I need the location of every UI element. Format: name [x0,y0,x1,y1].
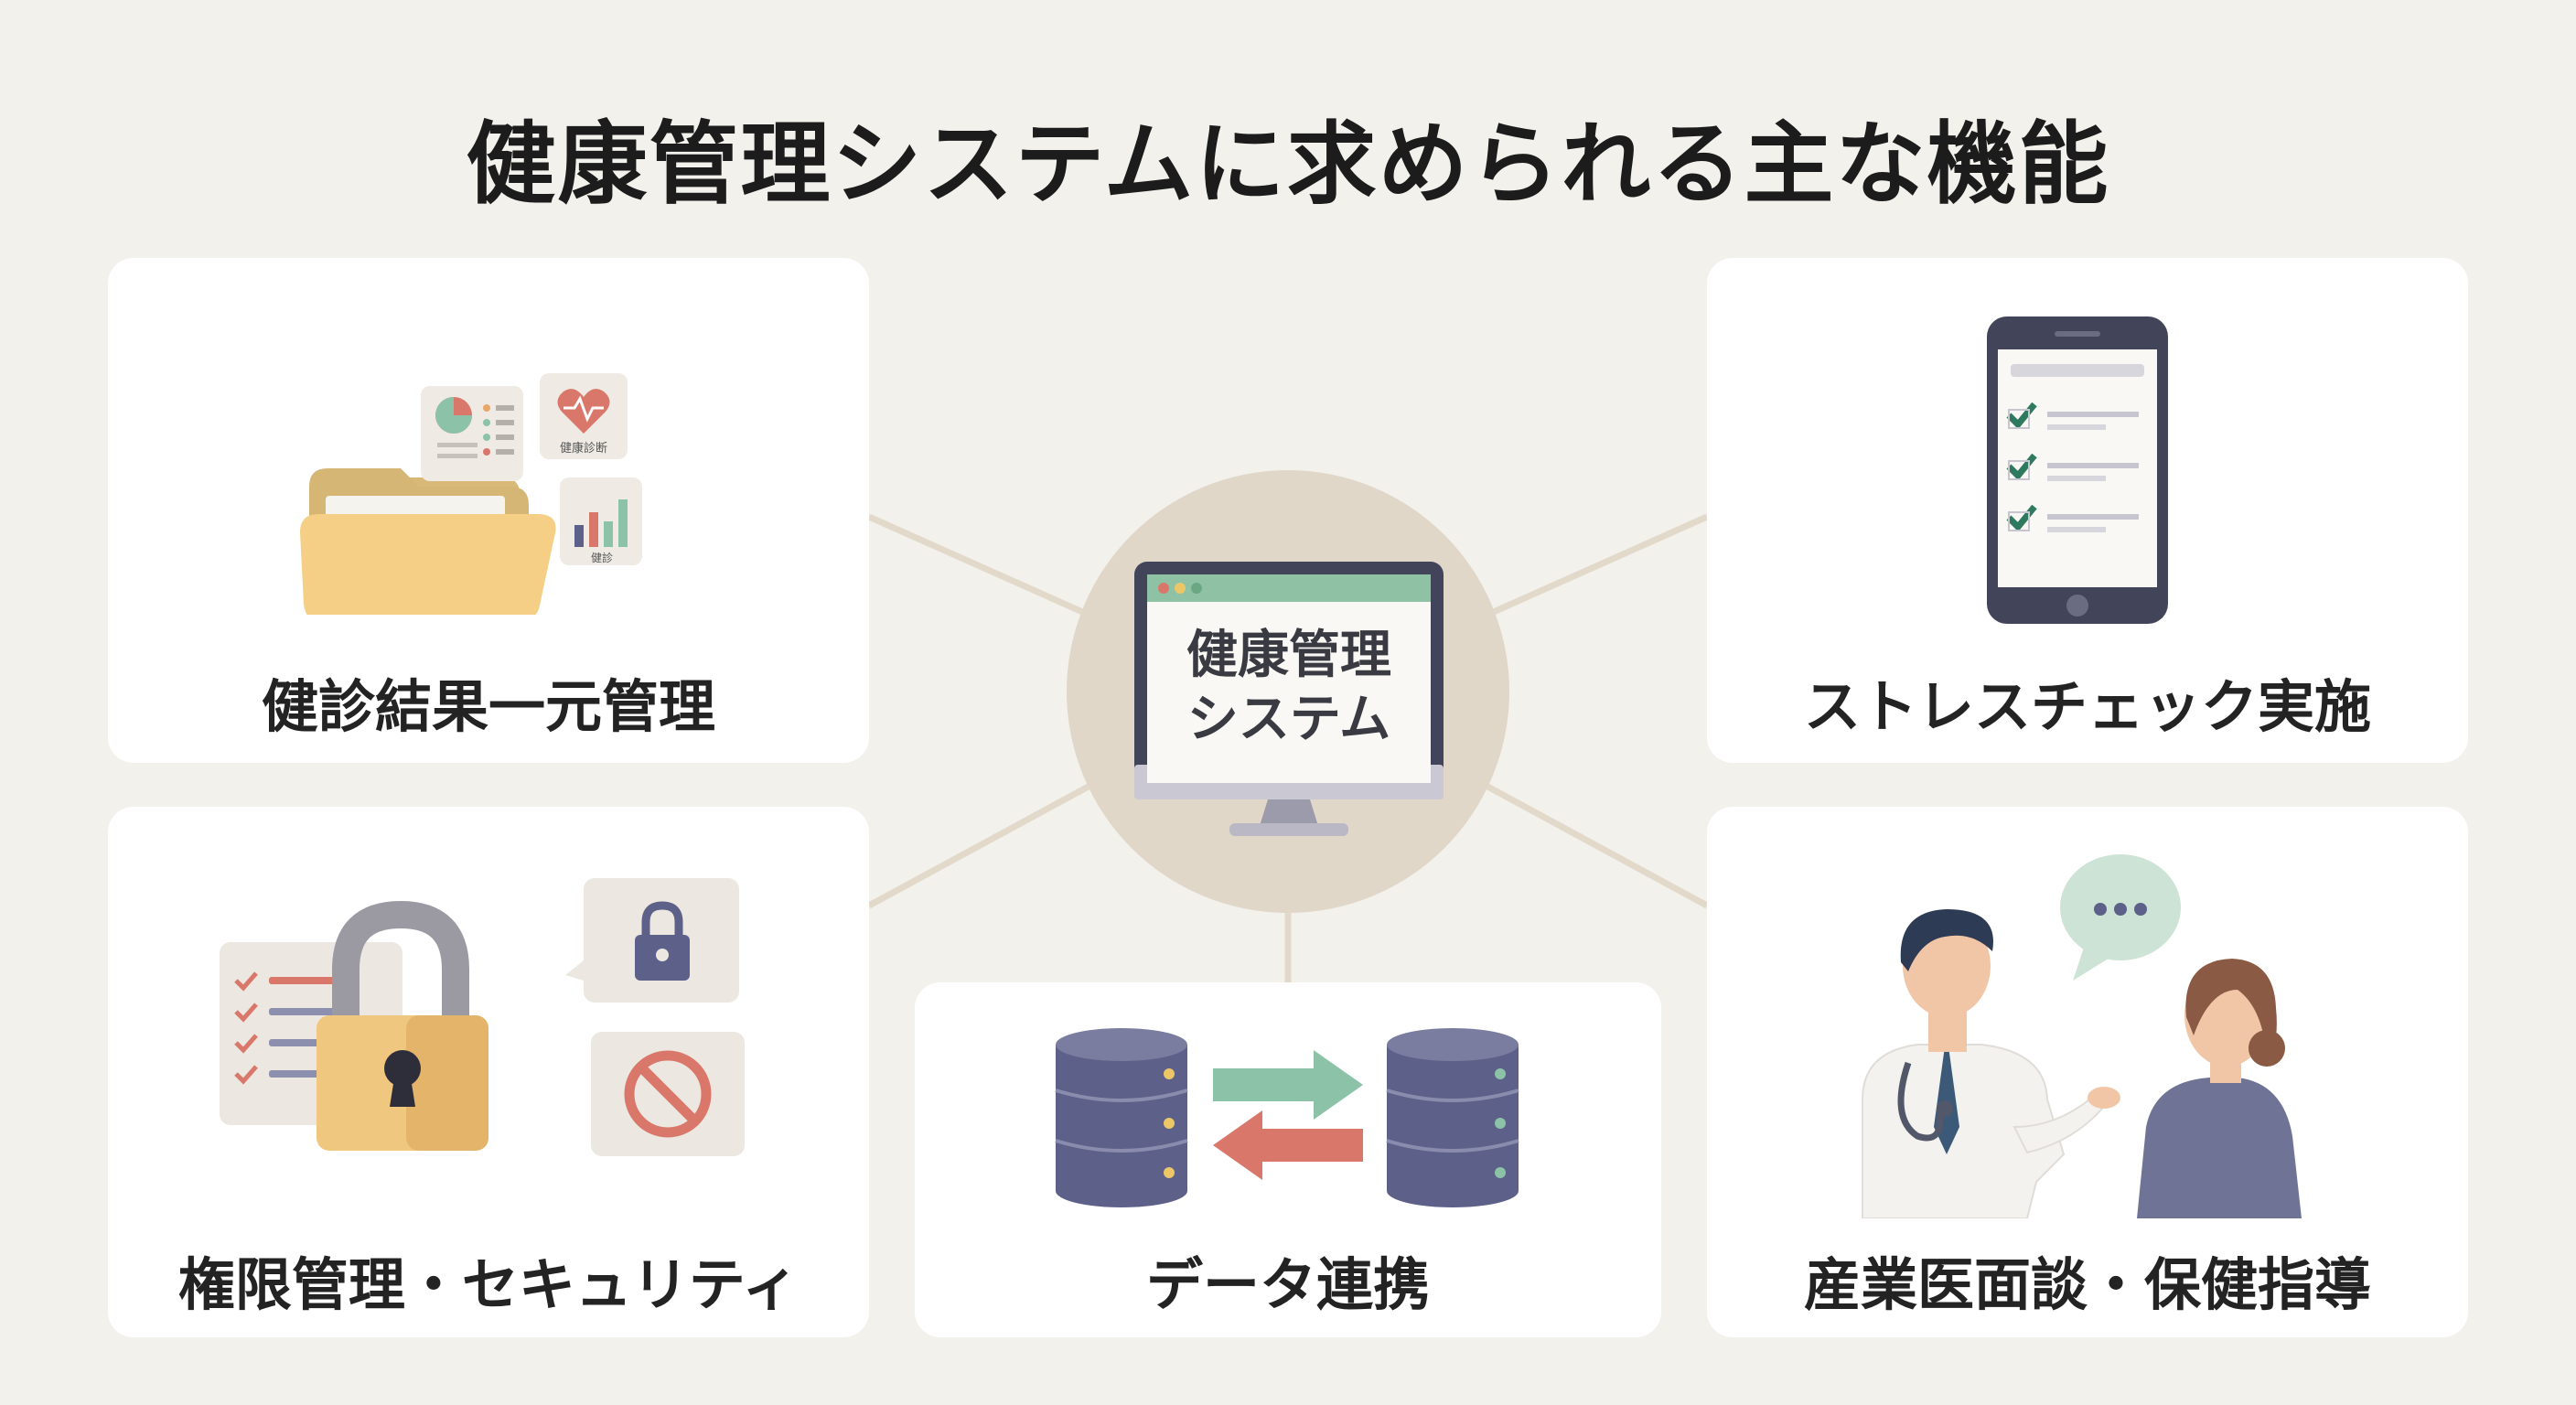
card-data-integration: データ連携 [915,982,1661,1337]
card-label: 産業医面談・保健指導 [1803,1251,2371,1318]
doc-health-label: 健康診断 [560,441,607,456]
monitor-line2: システム [1187,690,1390,749]
page-title: 健康管理システムに求められる主な機能 [466,113,2110,217]
smartphone-checklist-icon [1987,316,2168,624]
card-label: ストレスチェック実施 [1803,673,2371,740]
monitor-line1: 健康管理 [1186,626,1391,685]
database-sync-icon [1055,1028,1519,1207]
doctor-consultation-icon [1862,854,2302,1218]
folder-documents-icon: 健康診断 健診 [300,373,642,615]
padlock-checklist-icon [220,878,745,1156]
connector-stress [1469,513,1709,626]
card-stress-check: ストレスチェック実施 [1707,258,2468,763]
card-label: 健診結果一元管理 [261,673,715,740]
connector-security [867,774,1107,909]
card-doctor-interview: 産業医面談・保健指導 [1707,807,2468,1337]
connector-checkup [867,513,1107,626]
card-checkup-management: 健康診断 健診 健診結果一元管理 [108,258,869,763]
doc-chart-label: 健診 [591,551,613,564]
card-label: 権限管理・セキュリティ [177,1251,800,1318]
card-label: データ連携 [1145,1251,1430,1318]
monitor-icon: 健康管理 システム [1134,562,1444,836]
card-permission-security: 権限管理・セキュリティ [108,807,869,1337]
connector-interview [1469,774,1709,909]
